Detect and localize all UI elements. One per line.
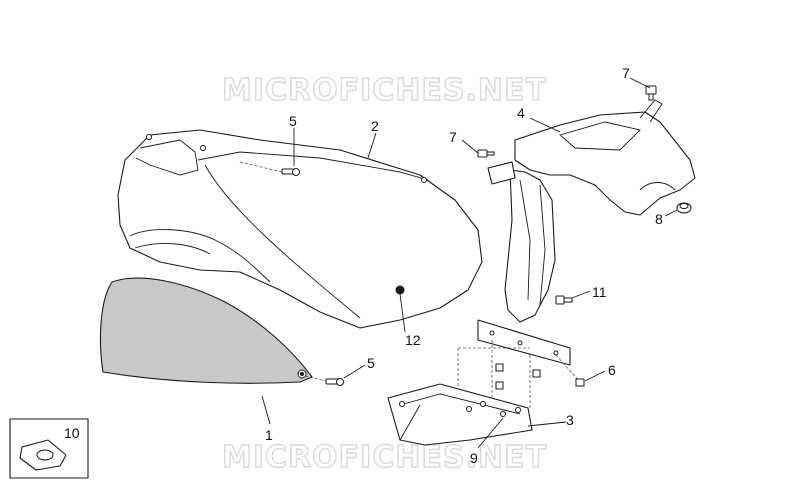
nut-part-6 bbox=[575, 378, 585, 387]
lens-cover-part-1 bbox=[99, 277, 313, 384]
callout-10: 10 bbox=[64, 425, 80, 441]
callout-2: 2 bbox=[371, 118, 379, 134]
callout-7-upper: 7 bbox=[622, 65, 630, 81]
nut-part-9 bbox=[495, 363, 541, 390]
screw-part-7-upper bbox=[645, 85, 657, 101]
callout-7-left: 7 bbox=[449, 129, 457, 145]
callout-12: 12 bbox=[405, 332, 421, 348]
assembly-lines bbox=[457, 340, 581, 410]
screw-part-7-left bbox=[477, 149, 495, 158]
callout-6: 6 bbox=[608, 362, 616, 378]
lower-bracket-part-3 bbox=[387, 383, 533, 446]
side-fairing-part-2 bbox=[117, 129, 483, 329]
callout-5-lower: 5 bbox=[367, 355, 375, 371]
callout-1: 1 bbox=[265, 427, 273, 443]
mounting-plate bbox=[477, 319, 571, 366]
callout-9: 9 bbox=[470, 450, 478, 466]
screw-part-5-lower bbox=[304, 375, 344, 386]
screw-part-5-upper bbox=[239, 161, 300, 176]
bracket-stalk-part-4 bbox=[487, 161, 556, 323]
grommet-part-8 bbox=[676, 202, 692, 214]
callout-4: 4 bbox=[517, 105, 525, 121]
clip-nut-inset-part-10 bbox=[9, 418, 89, 479]
watermark-bottom: MICROFICHES.NET bbox=[222, 440, 547, 475]
leader-lines bbox=[261, 77, 678, 449]
bracket-part-4 bbox=[514, 99, 696, 216]
screw-part-11 bbox=[555, 295, 573, 305]
callout-8: 8 bbox=[655, 211, 663, 227]
grommet-part-12 bbox=[395, 285, 405, 295]
watermark-top: MICROFICHES.NET bbox=[222, 73, 547, 108]
callout-3: 3 bbox=[566, 412, 574, 428]
callout-5-upper: 5 bbox=[289, 113, 297, 129]
callout-11: 11 bbox=[592, 284, 607, 300]
